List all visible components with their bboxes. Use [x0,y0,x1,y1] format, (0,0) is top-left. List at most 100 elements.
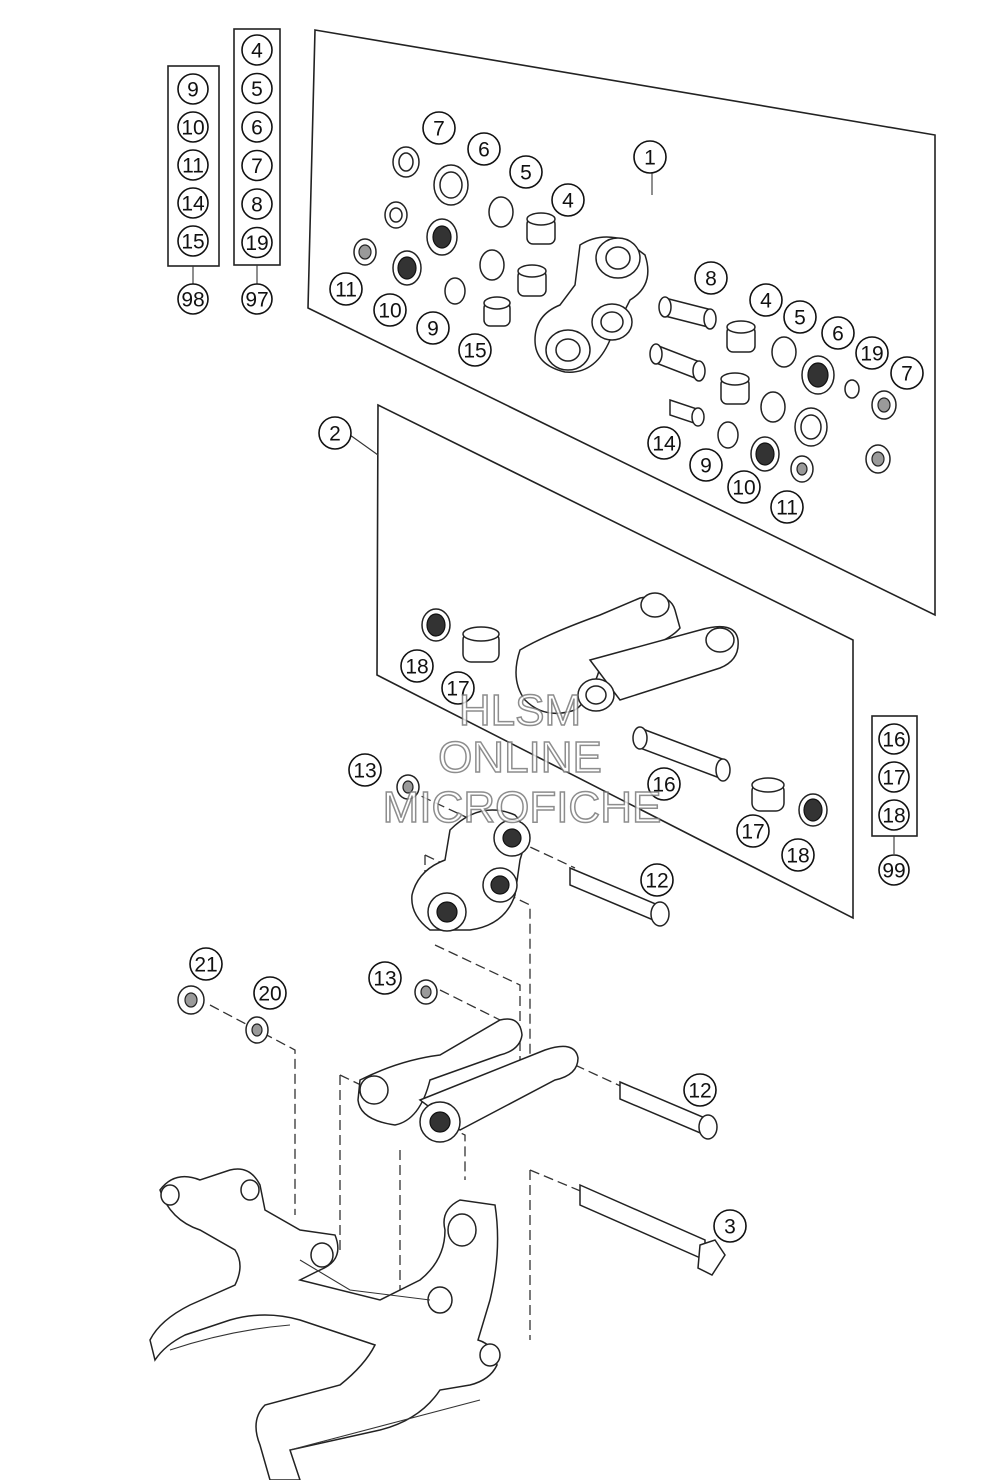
kit-number-kit98: 98 [177,283,209,315]
callout-label: 19 [860,343,883,366]
callout-circle [177,283,209,315]
callout-label: 2 [329,423,341,446]
callout-circle [241,226,273,259]
callout-label: 8 [251,194,263,217]
callout-circle [727,470,761,504]
callout-c6a: 6 [467,132,501,166]
callout-circle [318,416,352,450]
callout-c17b: 17 [736,814,770,848]
callout-circle [647,767,681,801]
callout-circle [878,723,910,755]
callout-circle [241,34,273,66]
callout-label: 9 [700,455,712,478]
callout-label: 9 [187,79,199,102]
callout-circle [241,111,273,143]
callout-circle [348,753,382,787]
watermark-line-3: MICROFICHE [383,783,662,832]
callout-circle [855,336,889,370]
callout-label: 4 [562,190,574,213]
callout-circle [253,976,287,1010]
callout-circle [368,961,402,995]
callout-label: 15 [463,340,486,363]
callout-label: 98 [181,289,204,312]
callout-label: 7 [433,118,445,141]
callout-circle [177,187,209,219]
kit-number-kit99: 99 [878,854,910,886]
callout-label: 18 [786,845,809,868]
kit-item-kit98: 15 [177,225,209,257]
callout-c7b: 7 [890,356,924,390]
kit-item-kit99: 17 [878,761,910,793]
callout-label: 13 [353,760,376,783]
callout-c16a: 16 [647,767,681,801]
callout-circle [509,155,543,189]
seal-ring [353,146,556,327]
bushing-set [649,296,897,483]
callout-label: 10 [378,300,401,323]
panel-assembly-2 [376,403,854,920]
callout-c14a: 14 [647,426,681,460]
rocker-assembled [411,809,531,932]
rocker-lever [534,236,649,373]
callout-circle [177,149,209,181]
callout-circle [422,111,456,145]
callout-label: 10 [732,477,755,500]
callout-circle [400,649,434,683]
callout-label: 3 [724,1216,736,1239]
callout-label: 21 [194,954,217,977]
callout-c5b: 5 [783,300,817,334]
frame [149,1168,501,1480]
callout-c12b: 12 [683,1073,717,1107]
callout-label: 6 [832,323,844,346]
callout-label: 5 [251,78,263,101]
callout-c10a: 10 [373,293,407,327]
callout-circle [241,188,273,220]
callout-circle [441,671,475,705]
callout-c1: 1 [633,140,667,174]
callout-label: 16 [882,729,905,752]
callout-circle [878,761,910,793]
callout-circle [241,149,273,182]
callout-c7a: 7 [422,111,456,145]
callout-circle [783,300,817,334]
callout-label: 17 [882,767,905,790]
callout-circle [329,272,363,306]
kit-item-kit97: 5 [241,72,273,105]
callout-c10b: 10 [727,470,761,504]
kit-item-kit97: 7 [241,149,273,182]
callout-c12a: 12 [640,863,674,897]
callout-c5a: 5 [509,155,543,189]
callout-label: 8 [705,268,717,291]
callout-circle [640,863,674,897]
callout-c21: 21 [189,947,223,981]
callout-c9b: 9 [689,448,723,482]
callout-c8: 8 [694,261,728,295]
callout-c11b: 11 [770,490,804,524]
callout-label: 14 [652,433,676,456]
watermark: HLSM ONLINE MICROFICHE [382,685,662,833]
callout-label: 1 [644,147,656,170]
callout-label: 19 [245,232,268,255]
callout-c3: 3 [713,1209,747,1243]
callout-label: 6 [251,117,263,140]
callout-label: 4 [251,40,263,63]
callout-label: 18 [882,805,905,828]
callout-c13a: 13 [348,753,382,787]
callout-circle [689,448,723,482]
callout-circle [647,426,681,460]
callout-c9a: 9 [416,311,450,345]
kit-item-kit98: 9 [177,73,209,105]
callout-label: 9 [427,318,439,341]
callout-circle [241,283,273,315]
callout-circle [749,283,783,317]
kit-item-kit99: 18 [878,799,910,831]
watermark-line-2: ONLINE [438,733,602,782]
callout-circle [177,73,209,105]
callout-c4a: 4 [551,183,585,217]
callout-circle [373,293,407,327]
kit-number-kit97: 97 [241,283,273,315]
washer-and-nut [177,985,269,1044]
callout-circle [467,132,501,166]
callout-label: 6 [478,139,490,162]
callout-label: 14 [181,193,205,216]
